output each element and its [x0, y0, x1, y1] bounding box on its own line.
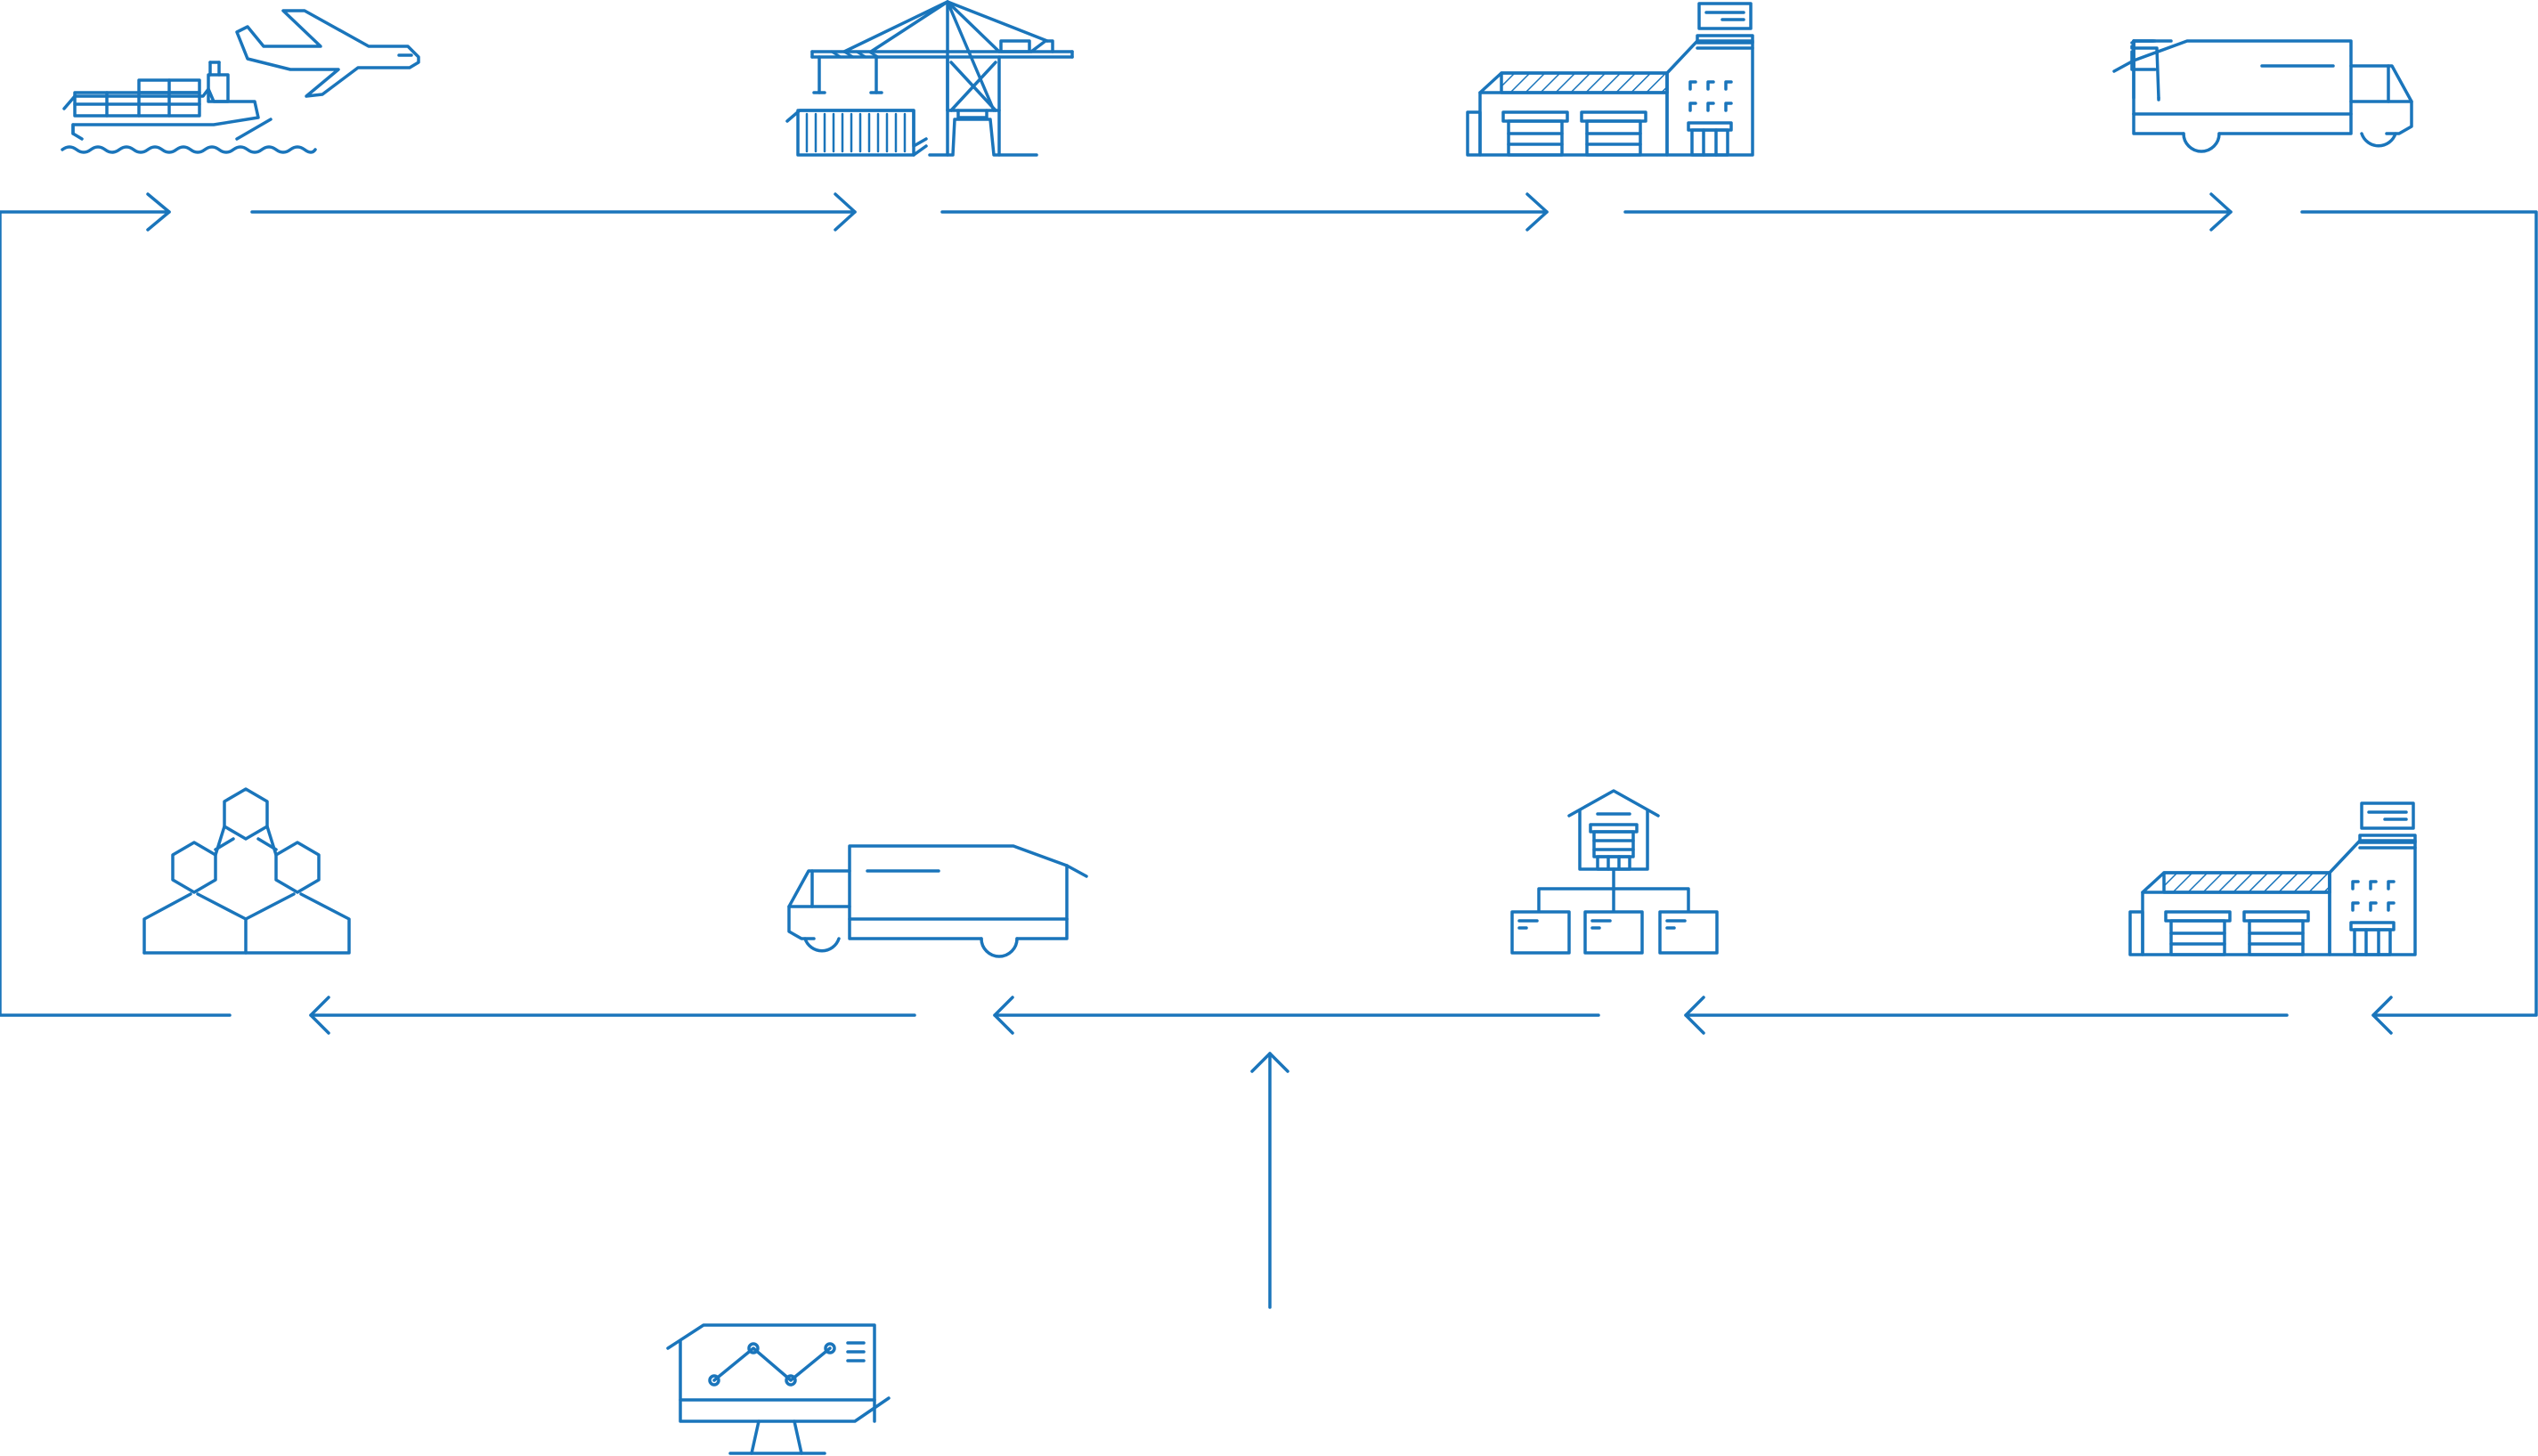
flow-arrow-analytics-to-last-mile — [1250, 1052, 1289, 1309]
port-crane-container-icon — [785, 0, 1074, 157]
analytics-monitor-icon — [666, 1323, 891, 1455]
flow-arrow-port-to-warehouse — [940, 192, 1549, 232]
flow-arrows — [0, 192, 2538, 1309]
customer-network-icon — [142, 787, 351, 955]
flow-arrow-origin-to-port — [250, 192, 857, 232]
flow-arrow-customers-to-origin — [0, 192, 232, 1017]
flow-arrow-regional-warehouse-to-hub — [1684, 996, 2289, 1035]
flow-arrow-warehouse-to-truck — [1623, 192, 2233, 232]
flow-arrow-last-mile-to-customers — [309, 996, 916, 1035]
warehouse-icon — [1466, 2, 1754, 157]
ship-and-plane-icon — [61, 9, 420, 154]
distribution-network-icon — [1510, 789, 1719, 955]
delivery-truck-icon-top-body — [2112, 39, 2413, 153]
flow-arrow-hub-to-last-mile — [993, 996, 1600, 1035]
flow-arrow-truck-to-regional-warehouse — [2300, 210, 2538, 1035]
delivery-truck-icon — [787, 844, 1088, 958]
warehouse-icon — [2128, 801, 2417, 956]
